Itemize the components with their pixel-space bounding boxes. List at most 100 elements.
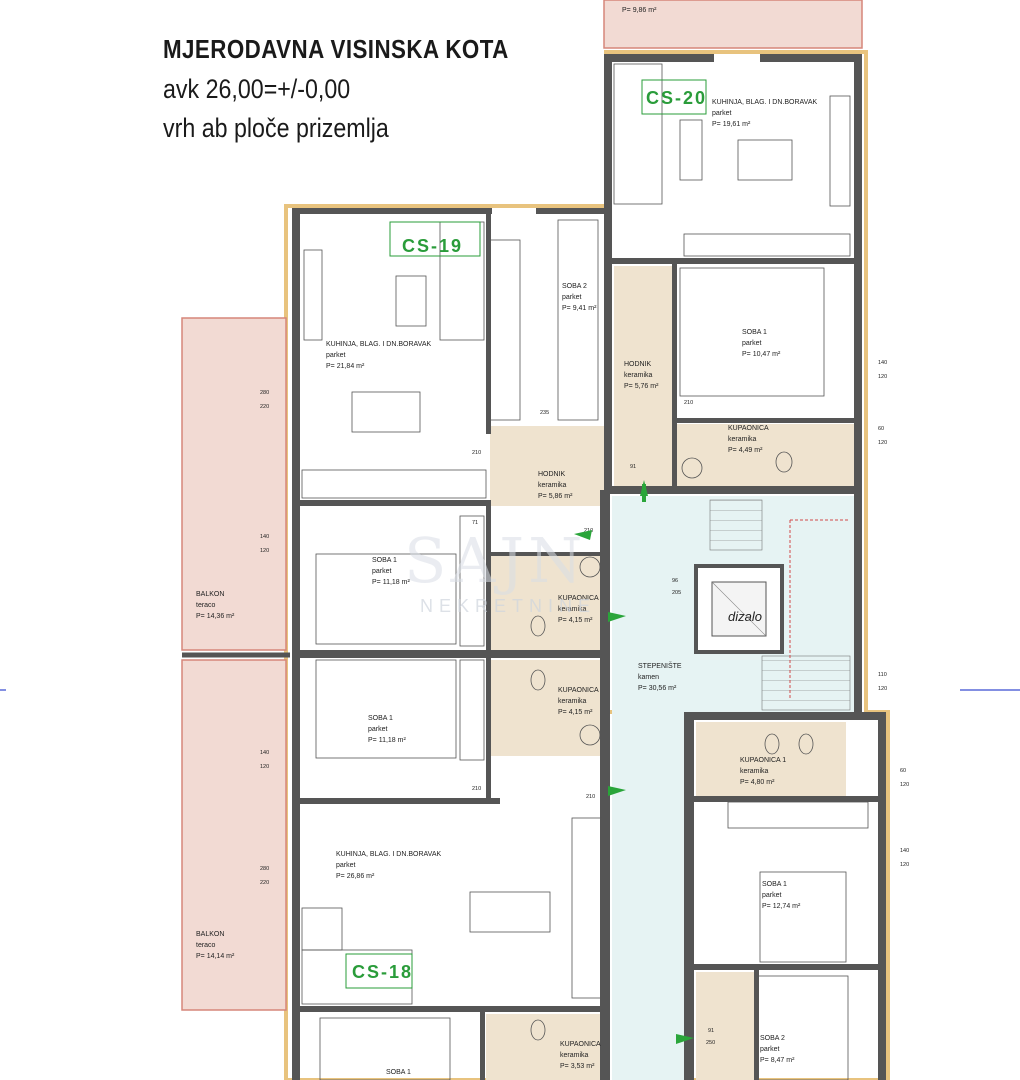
right-room2-area: P= 8,47 m² — [760, 1057, 795, 1064]
svg-text:120: 120 — [878, 686, 887, 692]
svg-text:210: 210 — [684, 400, 693, 406]
elevator-label: dizalo — [728, 609, 762, 624]
svg-text:210: 210 — [472, 786, 481, 792]
cs18-room1-name: SOBA 1 — [368, 715, 393, 722]
cs19-bath-area: P= 4,15 m² — [558, 617, 593, 624]
cs20-kitchen-floor: parket — [712, 110, 732, 117]
right-room1-area: P= 12,74 m² — [762, 903, 801, 910]
svg-text:96: 96 — [672, 578, 678, 584]
stairs-area: P= 30,56 m² — [638, 685, 677, 692]
svg-text:140: 140 — [260, 750, 269, 756]
svg-text:91: 91 — [630, 464, 636, 470]
cs19-bath-name: KUPAONICA — [558, 595, 599, 602]
cs20-room1-name: SOBA 1 — [742, 329, 767, 336]
cs18-bath-floor: keramika — [558, 698, 587, 705]
bottom-bath-area: P= 3,53 m² — [560, 1063, 595, 1070]
balcony2-name: BALKON — [196, 931, 224, 938]
cs20-bath-floor: keramika — [728, 436, 757, 443]
svg-text:120: 120 — [878, 440, 887, 446]
cs19-hall-floor: keramika — [538, 482, 567, 489]
svg-text:120: 120 — [260, 764, 269, 770]
bath-bottom-floor — [486, 1014, 604, 1080]
svg-text:120: 120 — [260, 548, 269, 554]
svg-text:120: 120 — [900, 862, 909, 868]
svg-text:120: 120 — [878, 374, 887, 380]
cs19-kitchen-area: P= 21,84 m² — [326, 363, 365, 370]
svg-text:91: 91 — [708, 1028, 714, 1034]
stairs-name: STEPENIŠTE — [638, 661, 682, 670]
right-bath-area: P= 4,80 m² — [740, 779, 775, 786]
cs20-room1-floor: parket — [742, 340, 762, 347]
right-room1-name: SOBA 1 — [762, 881, 787, 888]
bath-cs20-floor — [676, 424, 854, 486]
svg-text:280: 280 — [260, 866, 269, 872]
elevation-note: vrh ab ploče prizemlja — [163, 113, 389, 143]
bath-cs19-floor — [490, 552, 604, 652]
svg-text:205: 205 — [672, 590, 681, 596]
stair-flight — [709, 499, 763, 551]
walls — [292, 54, 886, 1080]
cs19-room2-floor: parket — [562, 294, 582, 301]
stairs-floor: kamen — [638, 674, 659, 681]
svg-text:140: 140 — [878, 360, 887, 366]
cs19-hall-name: HODNIK — [538, 471, 566, 478]
unit-box-cs19 — [389, 221, 481, 257]
svg-text:140: 140 — [900, 848, 909, 854]
cs18-kitchen-floor: parket — [336, 862, 356, 869]
svg-text:60: 60 — [878, 426, 884, 432]
cs19-kitchen-name: KUHINJA, BLAG. I DN.BORAVAK — [326, 341, 431, 348]
balcony-1 — [181, 317, 287, 651]
cs18-bath-area: P= 4,15 m² — [558, 709, 593, 716]
balcony2-floor: teraco — [196, 942, 216, 949]
balcony1-floor: teraco — [196, 602, 216, 609]
hall-cs19-floor — [490, 426, 604, 506]
svg-text:220: 220 — [260, 880, 269, 886]
bottom-bath-floor: keramika — [560, 1052, 589, 1059]
stair-flight-2 — [761, 655, 851, 711]
right-bath-floor: keramika — [740, 768, 769, 775]
svg-text:250: 250 — [706, 1040, 715, 1046]
right-room2-floor: parket — [760, 1046, 780, 1053]
svg-text:110: 110 — [878, 672, 887, 678]
balcony-2 — [181, 659, 287, 1011]
svg-text:235: 235 — [540, 410, 549, 416]
svg-text:60: 60 — [900, 768, 906, 774]
unit-box-cs18 — [345, 953, 413, 989]
unit-label-cs19: CS-19 — [402, 236, 463, 256]
hall-right-floor — [696, 972, 754, 1080]
cs20-hall-name: HODNIK — [624, 361, 652, 368]
cs19-hall-area: P= 5,86 m² — [538, 493, 573, 500]
unit-label-cs20: CS-20 — [646, 88, 707, 108]
svg-text:210: 210 — [586, 794, 595, 800]
bottom-bath-name: KUPAONICA — [560, 1041, 601, 1048]
cs20-bath-area: P= 4,49 m² — [728, 447, 763, 454]
cs19-room1-name: SOBA 1 — [372, 557, 397, 564]
cs20-hall-area: P= 5,76 m² — [624, 383, 659, 390]
cs20-kitchen-name: KUHINJA, BLAG. I DN.BORAVAK — [712, 99, 817, 106]
elevation-value: avk 26,00=+/-0,00 — [163, 74, 351, 104]
watermark-sub: NEKRETNINE — [420, 596, 596, 616]
cs19-room2-area: P= 9,41 m² — [562, 305, 597, 312]
cs20-kitchen-area: P= 19,61 m² — [712, 121, 751, 128]
cs20-room1-area: P= 10,47 m² — [742, 351, 781, 358]
cs19-room1-area: P= 11,18 m² — [372, 579, 410, 586]
right-bath-name: KUPAONICA 1 — [740, 757, 786, 764]
balcony1-area: P= 14,36 m² — [196, 613, 235, 620]
cs19-kitchen-floor: parket — [326, 352, 346, 359]
entry-arrows — [574, 480, 694, 1044]
furniture — [301, 63, 869, 1080]
svg-text:210: 210 — [472, 450, 481, 456]
elevation-title: MJERODAVNA VISINSKA KOTA — [163, 34, 509, 64]
bath-cs18-floor — [490, 660, 604, 756]
watermark-brand: SAJN — [404, 524, 586, 597]
svg-text:220: 220 — [260, 404, 269, 410]
bottom-room-name: SOBA 1 — [386, 1069, 411, 1076]
building-outline — [284, 50, 890, 1080]
hall-cs20-floor — [614, 266, 672, 486]
corridor-floor — [612, 496, 684, 1080]
cs20-bath-name: KUPAONICA — [728, 425, 769, 432]
cs18-kitchen-name: KUHINJA, BLAG. I DN.BORAVAK — [336, 851, 441, 858]
right-room2-name: SOBA 2 — [760, 1035, 785, 1042]
cs19-room2-name: SOBA 2 — [562, 283, 587, 290]
